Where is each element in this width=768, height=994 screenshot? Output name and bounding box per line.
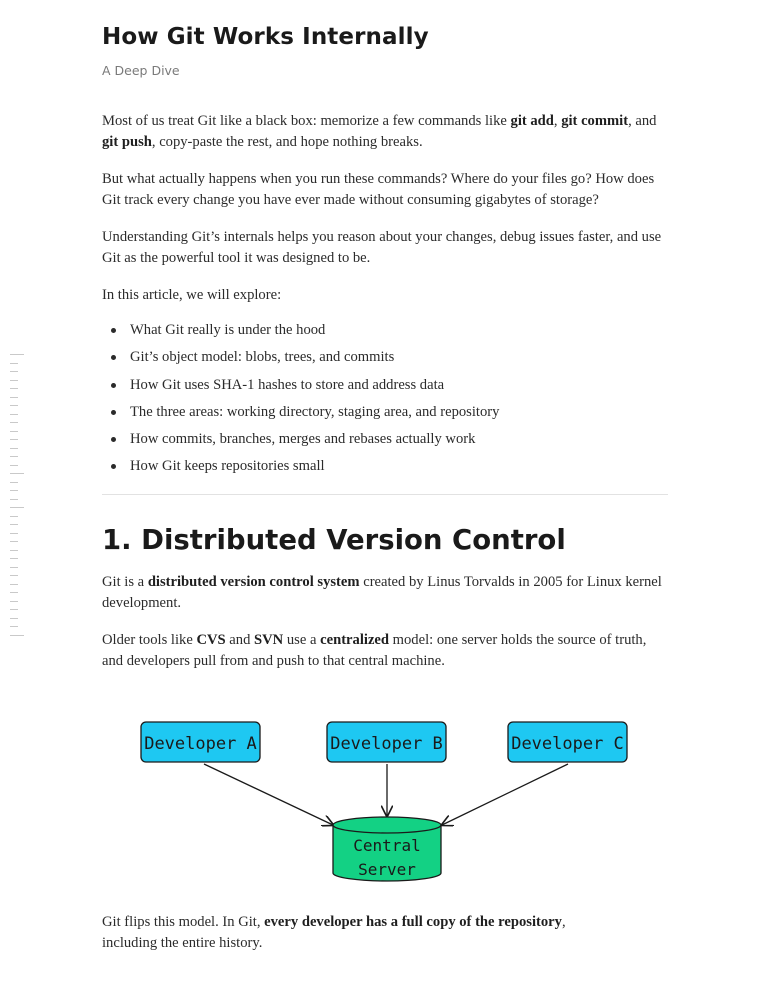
toc-tick[interactable] bbox=[10, 413, 18, 415]
bullet-dot-icon bbox=[111, 464, 116, 470]
section-divider bbox=[102, 494, 668, 496]
toc-tick[interactable] bbox=[10, 447, 18, 449]
svg-text:Developer C: Developer C bbox=[511, 734, 624, 754]
list-item: The three areas: working directory, stag… bbox=[102, 402, 668, 422]
intro-paragraph-1: Most of us treat Git like a black box: m… bbox=[102, 113, 657, 150]
article: How Git Works Internally A Deep Dive Mos… bbox=[102, 0, 668, 951]
toc-tick[interactable] bbox=[10, 490, 18, 491]
list-item: What Git really is under the hood bbox=[102, 320, 668, 340]
toc-tick[interactable] bbox=[10, 566, 18, 568]
topics-list: What Git really is under the hood Git’s … bbox=[102, 320, 668, 476]
toc-tick[interactable] bbox=[10, 481, 18, 483]
inline-code-git-push: git push bbox=[102, 134, 152, 150]
toc-tick[interactable] bbox=[10, 541, 18, 542]
toc-tick[interactable] bbox=[10, 626, 18, 627]
toc-tick[interactable] bbox=[10, 379, 18, 381]
intro-paragraph-2: But what actually happens when you run t… bbox=[102, 171, 655, 208]
toc-tick[interactable] bbox=[10, 439, 18, 440]
section-heading: 1. Distributed Version Control bbox=[102, 524, 566, 557]
toc-tick[interactable] bbox=[10, 473, 24, 474]
developer-a-node: Developer A bbox=[140, 721, 261, 763]
toc-tick[interactable] bbox=[10, 498, 18, 500]
section-paragraph-1: Git is a distributed version control sys… bbox=[102, 574, 662, 612]
toc-tick[interactable] bbox=[10, 515, 18, 517]
page-subtitle: A Deep Dive bbox=[102, 63, 180, 78]
centralized-vcs-diagram: Developer A Developer B Developer C Cent… bbox=[102, 713, 668, 893]
toc-tick[interactable] bbox=[10, 609, 18, 610]
toc-tick[interactable] bbox=[10, 634, 24, 636]
toc-tick[interactable] bbox=[10, 532, 18, 534]
list-item: How commits, branches, merges and rebase… bbox=[102, 429, 668, 449]
inline-code-git-add: git add bbox=[510, 113, 554, 129]
arrow-dev-c-to-server bbox=[442, 763, 569, 825]
intro-paragraph-3: Understanding Git’s internals helps you … bbox=[102, 229, 662, 266]
toc-tick[interactable] bbox=[10, 354, 24, 355]
svg-text:Developer B: Developer B bbox=[330, 734, 443, 754]
section-paragraph-2: Older tools like CVS and SVN use a centr… bbox=[102, 632, 647, 670]
toc-tick[interactable] bbox=[10, 575, 18, 576]
toc-tick[interactable] bbox=[10, 600, 18, 602]
bullet-dot-icon bbox=[111, 409, 116, 415]
inline-code-git-commit: git commit bbox=[561, 113, 629, 129]
toc-tick[interactable] bbox=[10, 371, 18, 372]
toc-tick[interactable] bbox=[10, 549, 18, 551]
toc-tick[interactable] bbox=[10, 507, 24, 508]
developer-c-node: Developer C bbox=[507, 721, 628, 763]
bullet-dot-icon bbox=[111, 328, 116, 333]
list-item: How Git keeps repositories small bbox=[102, 456, 668, 476]
toc-tick[interactable] bbox=[10, 464, 18, 466]
central-server-database-node: Central Server bbox=[332, 816, 442, 882]
toc-tick[interactable] bbox=[10, 456, 18, 457]
svg-text:Developer A: Developer A bbox=[144, 734, 257, 754]
bullet-dot-icon bbox=[111, 382, 116, 388]
toc-tick[interactable] bbox=[10, 422, 18, 423]
toc-tick[interactable] bbox=[10, 405, 18, 406]
bullet-dot-icon bbox=[111, 437, 116, 443]
toc-tick[interactable] bbox=[10, 396, 18, 398]
table-of-contents-rail[interactable] bbox=[10, 354, 26, 643]
toc-tick[interactable] bbox=[10, 524, 18, 525]
toc-tick[interactable] bbox=[10, 362, 18, 364]
section-paragraph-3: Git flips this model. In Git, every deve… bbox=[102, 914, 566, 951]
toc-tick[interactable] bbox=[10, 388, 18, 389]
list-item: How Git uses SHA-1 hashes to store and a… bbox=[102, 375, 668, 395]
list-item: Git’s object model: blobs, trees, and co… bbox=[102, 347, 668, 367]
toc-tick[interactable] bbox=[10, 558, 18, 559]
toc-tick[interactable] bbox=[10, 583, 18, 585]
toc-tick[interactable] bbox=[10, 617, 18, 619]
toc-tick[interactable] bbox=[10, 430, 18, 432]
arrow-dev-a-to-server bbox=[203, 763, 333, 825]
toc-tick[interactable] bbox=[10, 592, 18, 593]
developer-b-node: Developer B bbox=[326, 721, 447, 763]
page-title: How Git Works Internally bbox=[102, 24, 429, 50]
svg-text:Server: Server bbox=[358, 860, 416, 879]
svg-text:Central: Central bbox=[353, 836, 420, 855]
bullet-dot-icon bbox=[111, 355, 116, 361]
intro-paragraph-4: In this article, we will explore: bbox=[102, 287, 282, 303]
